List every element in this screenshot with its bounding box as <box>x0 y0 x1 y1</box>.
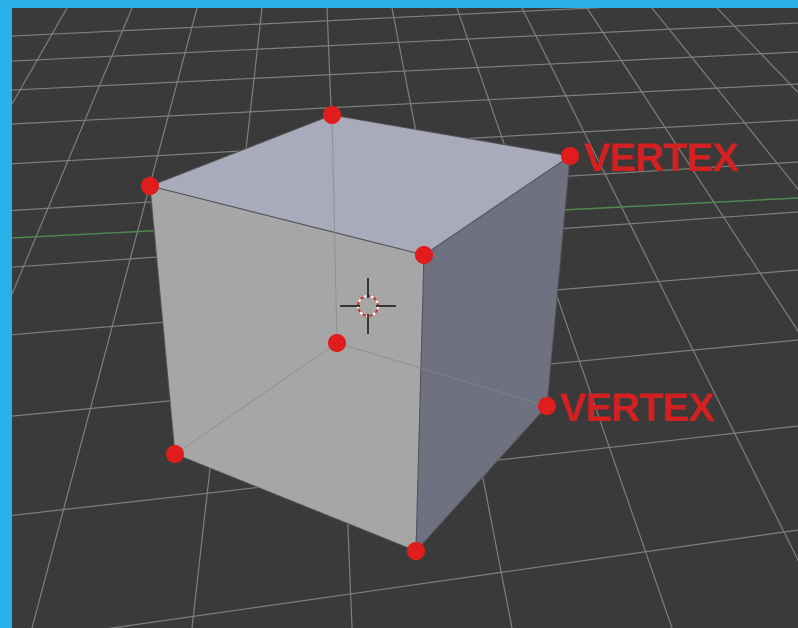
hidden-edges <box>174 114 548 455</box>
vertex-bottom-right[interactable] <box>538 397 556 415</box>
vertex-label-right: VERTEX <box>560 386 715 430</box>
cube-vertices <box>141 106 579 560</box>
vertex-bottom-front[interactable] <box>407 542 425 560</box>
vertex-top-left[interactable] <box>141 177 159 195</box>
viewport-canvas[interactable] <box>12 8 798 628</box>
vertex-label-top: VERTEX <box>584 136 739 180</box>
vertex-top-right[interactable] <box>561 147 579 165</box>
vertex-bottom-left[interactable] <box>166 445 184 463</box>
vertex-bottom-back[interactable] <box>328 334 346 352</box>
3d-viewport[interactable]: VERTEX VERTEX <box>12 8 798 628</box>
cube-mesh[interactable] <box>148 114 572 553</box>
3d-cursor-icon[interactable] <box>340 278 396 334</box>
vertex-top-front[interactable] <box>415 246 433 264</box>
vertex-top-back[interactable] <box>323 106 341 124</box>
